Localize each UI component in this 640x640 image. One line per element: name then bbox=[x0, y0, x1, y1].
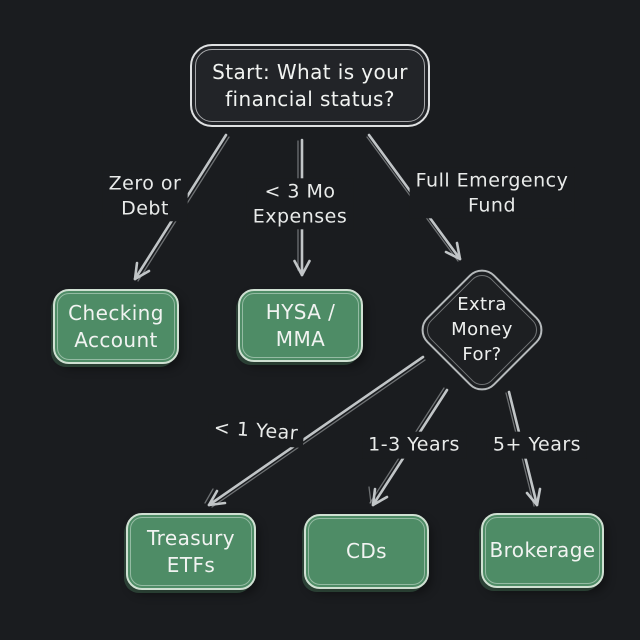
edge-label-full-emergency-fund: Full Emergency Fund bbox=[409, 167, 575, 219]
node-cds: CDs bbox=[304, 514, 429, 589]
node-treasury-etfs: Treasury ETFs bbox=[126, 513, 256, 590]
node-hysa-mma: HYSA / MMA bbox=[238, 289, 363, 362]
edge-label-under-3mo-expenses: < 3 Mo Expenses bbox=[246, 178, 354, 230]
node-brokerage: Brokerage bbox=[481, 513, 604, 588]
node-start-label-line1: Start: What is your bbox=[212, 60, 408, 85]
node-extra-money-decision: Extra Money For? bbox=[414, 262, 550, 398]
decision-label: Extra Money For? bbox=[451, 293, 513, 365]
node-checking-account: Checking Account bbox=[53, 289, 179, 364]
node-start-label-line2: financial status? bbox=[225, 86, 395, 111]
edge-label-1-3-years: 1-3 Years bbox=[362, 431, 466, 459]
edge-label-5-plus-years: 5+ Years bbox=[486, 431, 588, 459]
node-start: Start: What is your financial status? bbox=[190, 44, 430, 127]
edge-decision-treasury bbox=[204, 355, 426, 508]
edge-label-zero-or-debt: Zero or Debt bbox=[102, 170, 188, 222]
